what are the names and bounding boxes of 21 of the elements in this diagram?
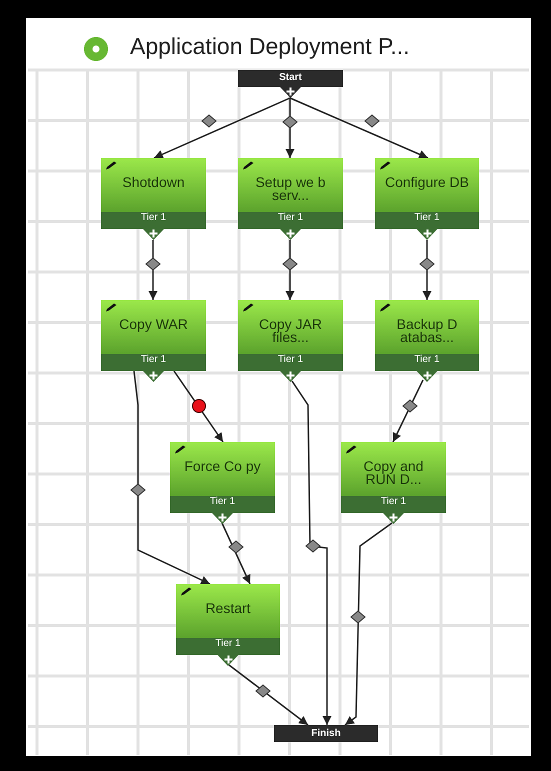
start-label: Start <box>278 71 303 85</box>
tier-label: Tier 1 <box>276 212 304 225</box>
tier-label: Tier 1 <box>413 354 441 367</box>
tier-label: Tier 1 <box>140 212 168 225</box>
finish-node: Finish <box>274 725 378 742</box>
task-label: Restart <box>204 602 252 615</box>
task-label: Copy WAR <box>118 318 189 331</box>
tier-label: Tier 1 <box>140 354 168 367</box>
task-label: Setup we b serv... <box>254 176 327 202</box>
task-label: Backup D atabas... <box>396 318 458 344</box>
task-label: Copy and RUN D... <box>362 460 424 486</box>
tier-label: Tier 1 <box>380 496 408 509</box>
task-label: Configure DB <box>384 176 470 189</box>
task-label: Force Co py <box>183 460 262 473</box>
tier-label: Tier 1 <box>413 212 441 225</box>
task-label: Copy JAR files... <box>258 318 324 344</box>
diagram-title: Application Deployment P... <box>130 33 410 60</box>
task-label: Shotdown <box>121 176 186 189</box>
tier-label: Tier 1 <box>276 354 304 367</box>
tier-label: Tier 1 <box>214 638 242 651</box>
tier-label: Tier 1 <box>208 496 236 509</box>
